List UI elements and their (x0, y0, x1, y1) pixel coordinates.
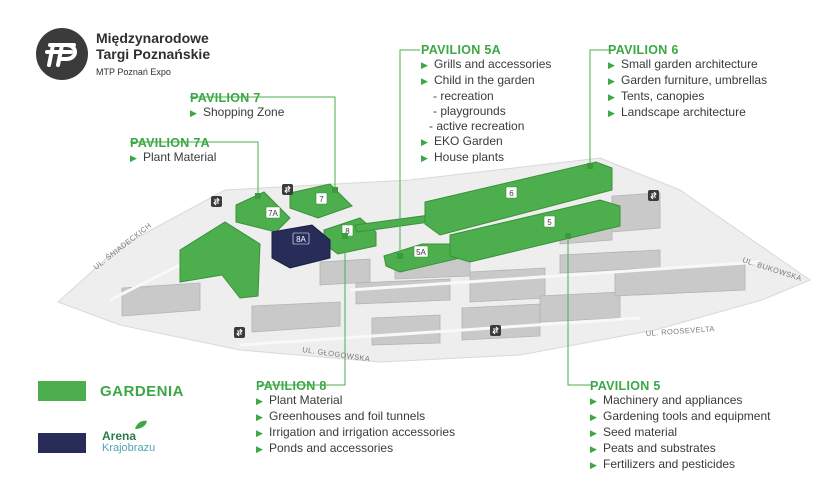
list-item: ▶Fertilizers and pesticides (590, 457, 736, 471)
label-6: 6 (509, 189, 514, 198)
building-numbers: 7A 7 8 5A 6 5 8A (268, 189, 552, 257)
entrance-icon (282, 184, 293, 195)
pavilion-6-list: ▶Small garden architecture ▶Garden furni… (608, 57, 767, 121)
legend-arena-swatch (38, 433, 86, 453)
legend-gardenia-label: GARDENIA (100, 383, 185, 400)
pavilion-5a-title: PAVILION 5A (421, 43, 501, 57)
list-item: ▶Machinery and appliances (590, 393, 743, 407)
entrance-icon (234, 327, 245, 338)
bullet-arrow-icon: ▶ (256, 396, 263, 406)
bullet-arrow-icon: ▶ (421, 76, 428, 86)
label-5a: 5A (416, 248, 426, 257)
tag-8a-box (292, 232, 310, 245)
label-5: 5 (547, 218, 552, 227)
leader-dots (255, 163, 593, 259)
list-item: ▶Child in the garden (421, 73, 535, 87)
arena-name: Arena (102, 429, 137, 443)
list-item: ▶EKO Garden (421, 134, 503, 148)
list-subitem: - recreation (433, 89, 494, 103)
brand-name: Międzynarodowe Targi Poznańskie (96, 30, 211, 62)
list-item: ▶Garden furniture, umbrellas (608, 73, 768, 87)
list-item: ▶Grills and accessories (421, 57, 552, 71)
label-7a: 7A (268, 209, 278, 218)
brand-sub: MTP Poznań Expo (96, 67, 171, 77)
label-7: 7 (319, 195, 324, 204)
label-8a: 8A (296, 235, 306, 244)
bullet-arrow-icon: ▶ (590, 460, 597, 470)
building-6 (424, 161, 613, 236)
pavilion-5-block: PAVILION 5 ▶Machinery and appliances ▶Ga… (590, 379, 770, 473)
list-item: ▶Plant Material (256, 393, 343, 407)
pavilion-6-block: PAVILION 6 ▶Small garden architecture ▶G… (608, 43, 767, 121)
bullet-arrow-icon: ▶ (590, 396, 597, 406)
pavilion-7-block: PAVILION 7 ▶Shopping Zone (190, 91, 284, 121)
pavilion-west-building (179, 221, 261, 299)
bullet-arrow-icon: ▶ (190, 108, 197, 118)
bullet-arrow-icon: ▶ (590, 428, 597, 438)
entrance-icon (490, 325, 501, 336)
pavilion-7a-block: PAVILION 7A ▶Plant Material (130, 136, 216, 166)
list-item: ▶Greenhouses and foil tunnels (256, 409, 426, 423)
list-subitem: - playgrounds (433, 104, 506, 118)
list-item: ▶Gardening tools and equipment (590, 409, 771, 423)
bullet-arrow-icon: ▶ (590, 412, 597, 422)
list-item: ▶House plants (421, 150, 505, 164)
pavilion-6-title: PAVILION 6 (608, 43, 679, 57)
bullet-arrow-icon: ▶ (421, 137, 428, 147)
list-item: ▶Small garden architecture (608, 57, 758, 71)
bullet-arrow-icon: ▶ (608, 92, 615, 102)
bullet-arrow-icon: ▶ (608, 108, 615, 118)
list-item: ▶Plant Material (130, 150, 217, 164)
pavilion-buildings (179, 161, 621, 299)
bullet-arrow-icon: ▶ (608, 60, 615, 70)
bullet-arrow-icon: ▶ (256, 444, 263, 454)
pavilion-7a-title: PAVILION 7A (130, 136, 210, 150)
list-item: ▶Irrigation and irrigation accessories (256, 425, 456, 439)
building-5 (449, 199, 621, 263)
pavilion-7-list: ▶Shopping Zone (190, 105, 284, 121)
list-item: ▶Tents, canopies (608, 89, 705, 103)
mtp-logo-mark (45, 43, 77, 67)
list-subitem: - active recreation (429, 119, 525, 133)
bullet-arrow-icon: ▶ (421, 60, 428, 70)
bullet-arrow-icon: ▶ (256, 412, 263, 422)
pavilion-8-block: PAVILION 8 ▶Plant Material ▶Greenhouses … (256, 379, 455, 457)
label-8: 8 (345, 227, 350, 236)
mtp-logo (36, 28, 88, 80)
building-tags (265, 186, 556, 258)
list-item: ▶Shopping Zone (190, 105, 285, 119)
pavilion-8-title: PAVILION 8 (256, 379, 327, 393)
entrance-icons (211, 184, 659, 338)
pavilion-5a-list: ▶Grills and accessories ▶Child in the ga… (421, 57, 551, 166)
arena-logo: Arena Krajobrazu (102, 420, 155, 454)
bullet-arrow-icon: ▶ (130, 153, 137, 163)
pavilion-7-title: PAVILION 7 (190, 91, 261, 105)
building-8a (271, 224, 331, 269)
list-item: ▶Seed material (590, 425, 678, 439)
bullet-arrow-icon: ▶ (608, 76, 615, 86)
pavilion-5-title: PAVILION 5 (590, 379, 661, 393)
pavilion-5-list: ▶Machinery and appliances ▶Gardening too… (590, 393, 770, 473)
pavilion-7a-list: ▶Plant Material (130, 150, 216, 166)
pavilion-8-list: ▶Plant Material ▶Greenhouses and foil tu… (256, 393, 455, 457)
legend-gardenia-swatch (38, 381, 86, 401)
leaf-icon (135, 420, 147, 429)
list-item: ▶Landscape architecture (608, 105, 746, 119)
list-item: ▶Ponds and accessories (256, 441, 394, 455)
bullet-arrow-icon: ▶ (421, 153, 428, 163)
entrance-icon (648, 190, 659, 201)
leader-lines (130, 49, 612, 386)
pavilion-5a-block: PAVILION 5A ▶Grills and accessories ▶Chi… (421, 43, 551, 166)
bullet-arrow-icon: ▶ (256, 428, 263, 438)
arena-sub: Krajobrazu (102, 442, 156, 454)
list-item: ▶Peats and substrates (590, 441, 716, 455)
entrance-icon (211, 196, 222, 207)
bullet-arrow-icon: ▶ (590, 444, 597, 454)
